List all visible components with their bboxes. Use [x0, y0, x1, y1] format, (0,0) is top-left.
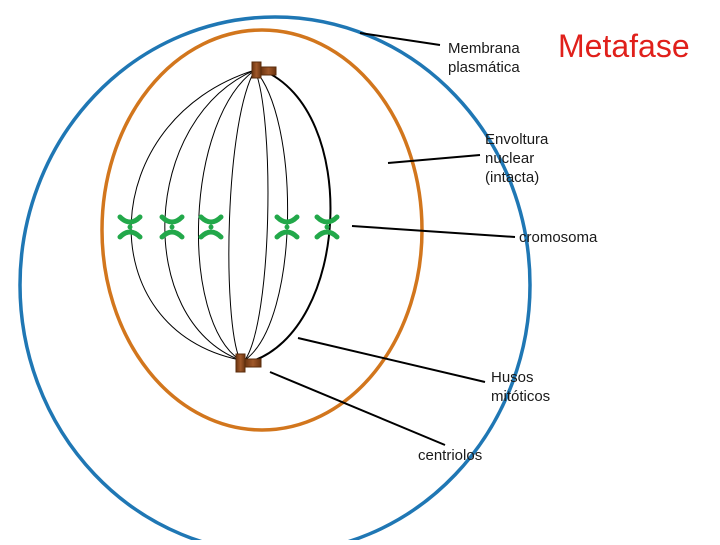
label-line: Envoltura [485, 131, 549, 148]
centriole-cylinder [244, 358, 262, 368]
pointer-spindle [297, 337, 486, 383]
chromosome-arms [198, 214, 224, 240]
centromere [324, 224, 330, 230]
label-line: Husos [491, 369, 534, 386]
chromosome [314, 214, 340, 240]
nuclear-envelope [100, 28, 424, 432]
chromosome-group [117, 214, 340, 240]
label-cromosoma: cromosoma [519, 229, 598, 246]
pointer-membrane [359, 32, 441, 46]
chromosome [159, 214, 185, 240]
label-membrana-plasmatica: Membrana plasmática [448, 39, 520, 77]
spindle-fiber [244, 69, 289, 361]
pointer-lines [269, 32, 516, 446]
spindle-fiber [244, 69, 269, 361]
centriole-top [251, 61, 277, 79]
label-line: mitóticos [491, 388, 551, 405]
label-line: plasmática [448, 59, 520, 76]
spindle-fiber [197, 69, 256, 361]
label-line: Membrana [448, 40, 520, 57]
spindle-fiber [130, 69, 256, 361]
pointer-chromosome [351, 225, 516, 238]
centriole-cylinder [260, 66, 277, 76]
label-envoltura-nuclear: Envoltura nuclear (intacta) [485, 130, 548, 187]
centromere [127, 224, 133, 230]
plasma-membrane [18, 15, 532, 545]
chromosome [274, 214, 300, 240]
title-metafase: Metafase [558, 28, 690, 64]
label-husos-mitoticos: Husos mitóticos [491, 368, 550, 406]
pointer-envelope [387, 154, 481, 164]
chromosome-arms [314, 214, 340, 240]
centromere [169, 224, 175, 230]
chromosome-arms [159, 214, 185, 240]
centromere [208, 224, 214, 230]
chromosome [117, 214, 143, 240]
centromere [284, 224, 290, 230]
chromosome-arms [117, 214, 143, 240]
spindle-fiber [228, 69, 256, 361]
pointer-centriole [269, 371, 446, 446]
centriole-cylinder [251, 61, 262, 79]
label-centriolos: centriolos [418, 447, 483, 464]
centriole-bottom [235, 353, 262, 373]
chromosome [198, 214, 224, 240]
label-line: (intacta) [485, 169, 540, 186]
chromosome-arms [274, 214, 300, 240]
centriole-cylinder [235, 353, 246, 373]
label-line: nuclear [485, 150, 535, 167]
spindle-fiber [164, 69, 256, 361]
